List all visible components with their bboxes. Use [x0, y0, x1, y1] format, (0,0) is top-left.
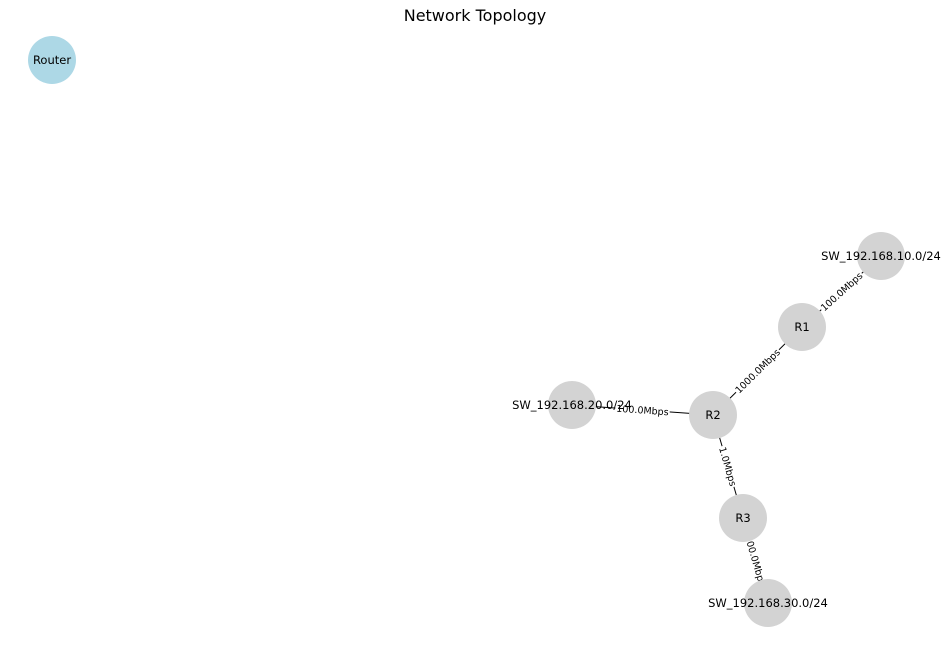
- node-circle-sw10: [857, 232, 905, 280]
- node-circle-sw20: [548, 381, 596, 429]
- edge-label-r2-r3: 1.0Mbps: [715, 444, 739, 489]
- edge-label-r1-sw10: 100.0Mbps: [818, 269, 867, 315]
- edge-label-sw20-r2: 100.0Mbps: [614, 403, 671, 419]
- node-sw10: SW_192.168.10.0/24: [821, 232, 941, 280]
- edge-label-background: [715, 444, 739, 489]
- node-label-sw20: SW_192.168.20.0/24: [512, 398, 632, 412]
- node-circle-r1: [778, 303, 826, 351]
- edge-label-background: [818, 269, 867, 315]
- edge-label-text: 1000.0Mbps: [734, 347, 783, 396]
- node-sw20: SW_192.168.20.0/24: [512, 381, 632, 429]
- node-circle-r3: [719, 494, 767, 542]
- node-label-r3: R3: [735, 511, 750, 525]
- edge-label-r2-r1: 1000.0Mbps: [732, 346, 784, 397]
- edge-label-text: 100.0Mbps: [616, 404, 669, 419]
- node-label-sw10: SW_192.168.10.0/24: [821, 249, 941, 263]
- node-circle-r2: [689, 391, 737, 439]
- node-label-sw30: SW_192.168.30.0/24: [708, 596, 828, 610]
- node-label-r2: R2: [705, 408, 720, 422]
- node-circle-router: [28, 36, 76, 84]
- edge-label-text: 1.0Mbps: [716, 446, 738, 488]
- node-router: Router: [28, 36, 76, 84]
- node-r1: R1: [778, 303, 826, 351]
- node-label-router: Router: [33, 53, 71, 67]
- edge-label-background: [741, 533, 768, 589]
- edge-label-background: [732, 346, 784, 397]
- edge-label-text: 100.0Mbps: [819, 271, 865, 314]
- node-label-r1: R1: [794, 320, 809, 334]
- node-circle-sw30: [744, 579, 792, 627]
- node-r3: R3: [719, 494, 767, 542]
- node-sw30: SW_192.168.30.0/24: [708, 579, 828, 627]
- edge-label-background: [614, 403, 671, 419]
- node-r2: R2: [689, 391, 737, 439]
- diagram-title: Network Topology: [403, 6, 547, 25]
